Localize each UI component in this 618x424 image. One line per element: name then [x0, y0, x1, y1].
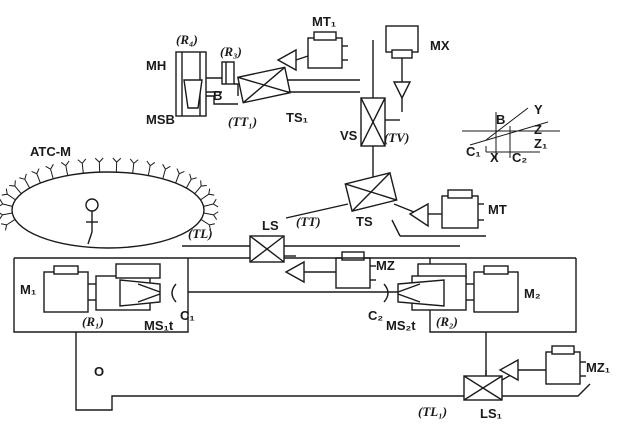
label-tl1: (TL₁): [418, 404, 447, 419]
label-tt1: (TT₁): [228, 114, 257, 129]
label-mt: MT: [488, 202, 507, 217]
label-mt1: MT₁: [312, 14, 336, 29]
label-mz: MZ: [376, 258, 395, 273]
r3-roller: [221, 61, 235, 85]
mz1-motor: [545, 351, 581, 385]
atc-oval: [11, 171, 205, 249]
tool-pocket: [0, 198, 13, 207]
label-tt: (TT): [296, 214, 321, 229]
tool-pocket: [112, 157, 122, 173]
vs-column: [360, 25, 419, 186]
ls1-assembly: [463, 345, 586, 401]
label-mx: MX: [430, 38, 450, 53]
mx-amplifier: [392, 81, 412, 100]
tool-pocket: [194, 180, 207, 195]
label-axis-c1: C₁: [466, 144, 481, 159]
tool-pocket: [146, 160, 156, 176]
tool-pocket: [19, 173, 31, 189]
label-ms2t: MS₂t: [386, 318, 416, 333]
mx-motor: [385, 25, 419, 53]
c1-rotation-arc: [171, 283, 177, 303]
tool-pocket: [200, 188, 215, 201]
tool-pocket: [0, 212, 13, 220]
m2-motor: [473, 271, 519, 313]
label-o: O: [94, 364, 104, 379]
ms1t-spindle: [119, 279, 161, 307]
mz-amplifier: [284, 260, 305, 284]
label-mz1: MZ₁: [586, 360, 610, 375]
label-ls: LS: [262, 218, 279, 233]
label-ms1t: MS₁t: [144, 318, 174, 333]
label-r2: (R₂): [436, 314, 458, 329]
tool-pocket: [185, 173, 197, 189]
label-tv: (TV): [384, 130, 409, 145]
tool-pocket: [9, 180, 22, 195]
label-m2: M₂: [524, 286, 541, 301]
tool-pocket: [45, 163, 54, 179]
ls-assembly: [182, 235, 460, 289]
label-axis-z1: Z₁: [534, 136, 547, 151]
msb-spindle: [183, 79, 203, 109]
label-ms-b: MSB: [146, 112, 175, 127]
mz-motor: [335, 257, 371, 289]
tool-pocket: [1, 188, 16, 201]
label-ts: TS: [356, 214, 373, 229]
mz1-amplifier: [498, 358, 519, 382]
m1-motor: [43, 271, 89, 313]
tool-pocket: [60, 160, 70, 176]
mt1-motor: [307, 37, 343, 69]
label-axis-x: X: [490, 150, 499, 165]
label-atc-m: ATC-M: [30, 144, 71, 159]
tool-pocket: [129, 158, 139, 174]
label-c1: C₁: [180, 308, 195, 323]
label-ts1: TS₁: [286, 110, 308, 125]
tool-pocket: [94, 157, 104, 173]
head-assembly: [175, 31, 360, 117]
labels: MH (R₄) (R₃) B MSB (TT₁) TS₁ MT₁ MX VS (…: [20, 14, 610, 421]
left-spindle-unit: [43, 263, 177, 313]
label-tl: (TL): [188, 226, 213, 241]
label-ls1: LS₁: [480, 406, 502, 421]
label-b-main: B: [213, 88, 222, 103]
label-vs: VS: [340, 128, 358, 143]
label-r1: (R₁): [82, 314, 104, 329]
mt-amplifier: [408, 202, 429, 228]
mt-motor: [441, 195, 479, 229]
tool-pocket: [200, 219, 216, 231]
atc-magazine: [0, 157, 219, 249]
tool-pocket: [162, 163, 171, 179]
tool-pocket: [77, 158, 87, 174]
tool-pocket: [31, 168, 41, 184]
label-axis-y: Y: [534, 102, 543, 117]
label-r3: (R₃): [220, 44, 242, 59]
label-axis-z: Z: [534, 122, 542, 137]
label-r4: (R₄): [176, 32, 198, 47]
label-axis-b: B: [496, 112, 505, 127]
ms2t-spindle: [397, 279, 445, 307]
tool-pocket: [175, 168, 185, 184]
mt1-amplifier: [276, 48, 297, 72]
ts-assembly: [285, 172, 486, 237]
right-spindle-unit: [383, 263, 519, 313]
label-m1: M₁: [20, 282, 36, 297]
label-c2: C₂: [368, 308, 383, 323]
tool-pocket: [203, 198, 219, 208]
label-axis-c2: C₂: [512, 150, 527, 165]
tool-pocket: [203, 211, 219, 220]
axis-diagram: [462, 107, 560, 160]
label-mh: MH: [146, 58, 166, 73]
tool-pocket: [0, 219, 16, 231]
c2-rotation-arc: [383, 283, 389, 303]
